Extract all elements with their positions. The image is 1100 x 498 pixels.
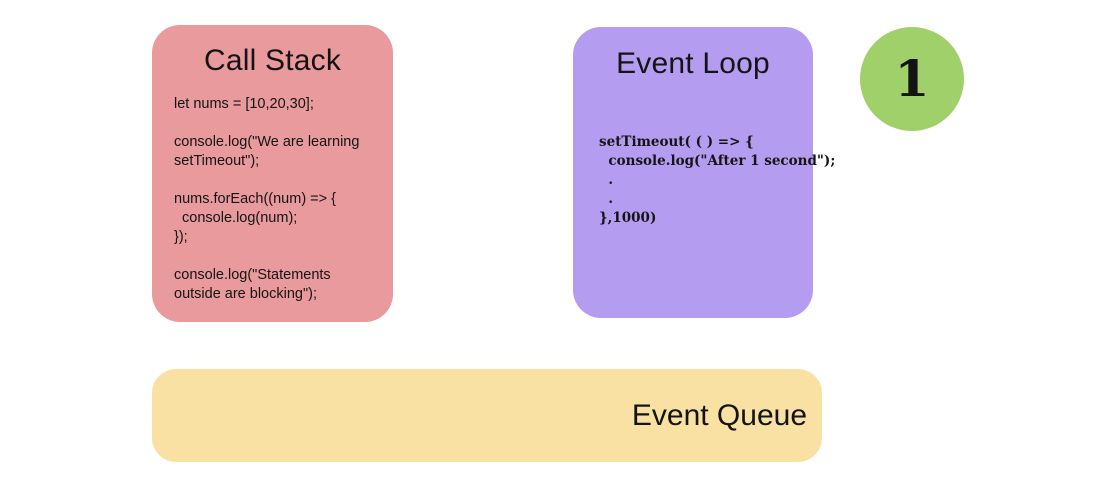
event-queue-card: Event Queue [152, 369, 822, 462]
call-stack-code: let nums = [10,20,30]; console.log("We a… [174, 96, 360, 302]
step-badge-number: 1 [894, 49, 930, 108]
event-loop-code: setTimeout( ( ) => { console.log("After … [599, 134, 836, 226]
call-stack-title: Call Stack [203, 44, 342, 77]
step-badge: 1 [860, 27, 964, 131]
call-stack-card: Call Stack let nums = [10,20,30]; consol… [152, 25, 393, 322]
event-loop-title: Event Loop [616, 47, 770, 80]
event-loop-card: Event Loop setTimeout( ( ) => { console.… [573, 27, 835, 318]
event-queue-title: Event Queue [631, 398, 807, 432]
